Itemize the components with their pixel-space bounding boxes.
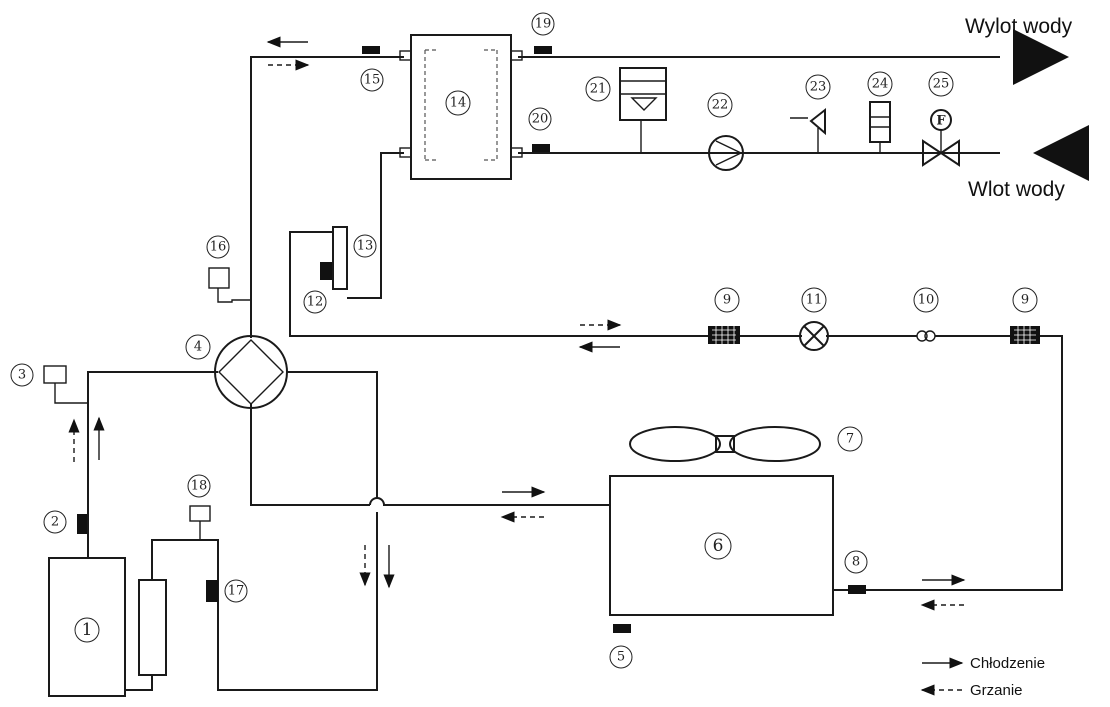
temp-sensor-15 xyxy=(362,46,380,54)
flow-arrows xyxy=(68,29,1089,696)
label-10: 10 xyxy=(918,293,935,308)
temp-sensor-2 xyxy=(77,514,87,534)
label-9-left: 9 xyxy=(723,293,731,308)
label-11: 11 xyxy=(806,293,823,308)
label-19: 19 xyxy=(535,17,552,32)
label-14: 14 xyxy=(450,96,467,111)
label-15: 15 xyxy=(364,73,381,88)
label-18: 18 xyxy=(191,479,208,494)
label-2: 2 xyxy=(51,515,59,530)
capillary-tube xyxy=(916,330,936,342)
filter-drier-left xyxy=(708,326,740,344)
label-24: 24 xyxy=(872,77,889,92)
valve-letter: F xyxy=(936,114,946,129)
temp-sensor-5 xyxy=(613,624,631,633)
label-5: 5 xyxy=(617,650,625,665)
pressure-switch-3 xyxy=(43,365,67,384)
accumulator xyxy=(138,579,167,676)
label-17: 17 xyxy=(228,584,245,599)
expansion-tank xyxy=(619,67,667,121)
label-9-right: 9 xyxy=(1021,293,1029,308)
label-1: 1 xyxy=(82,620,93,640)
air-coil xyxy=(609,475,834,616)
plate-heat-exchanger xyxy=(399,34,523,180)
four-way-valve xyxy=(214,335,288,409)
temp-sensor-20 xyxy=(532,144,550,152)
temp-sensor-19 xyxy=(534,46,552,54)
water-outlet-label: Wylot wody xyxy=(965,15,1073,38)
fan xyxy=(629,426,821,462)
water-inlet-label: Wlot wody xyxy=(968,178,1065,201)
label-4: 4 xyxy=(194,340,202,355)
legend-cooling: Chłodzenie xyxy=(970,655,1045,672)
water-pump xyxy=(708,135,744,171)
compressor xyxy=(48,557,126,697)
temp-sensor-12 xyxy=(320,262,332,280)
pipes xyxy=(54,56,1063,691)
expansion-valve xyxy=(799,321,829,351)
label-16: 16 xyxy=(210,240,227,255)
label-7: 7 xyxy=(846,432,854,447)
flow-switch-valve xyxy=(922,109,960,167)
pressure-switch-18 xyxy=(189,505,211,522)
air-vent xyxy=(869,101,891,143)
label-20: 20 xyxy=(532,112,549,127)
legend-heating: Grzanie xyxy=(970,682,1023,699)
temp-sensor-8 xyxy=(848,585,866,594)
label-3: 3 xyxy=(18,368,26,383)
safety-valve xyxy=(790,107,826,136)
label-23: 23 xyxy=(810,80,827,95)
label-6: 6 xyxy=(713,536,724,556)
label-13: 13 xyxy=(357,239,374,254)
label-8: 8 xyxy=(852,555,860,570)
label-21: 21 xyxy=(590,82,607,97)
label-12: 12 xyxy=(307,295,324,310)
label-25: 25 xyxy=(933,77,950,92)
pressure-switch-16 xyxy=(208,267,230,289)
liquid-receiver xyxy=(327,226,348,290)
number-labels: 1 2 3 4 5 6 7 8 9 9 10 11 12 13 14 15 16… xyxy=(10,12,1038,669)
temp-sensor-17 xyxy=(206,580,218,602)
filter-drier-right xyxy=(1010,326,1040,344)
label-22: 22 xyxy=(712,98,729,113)
